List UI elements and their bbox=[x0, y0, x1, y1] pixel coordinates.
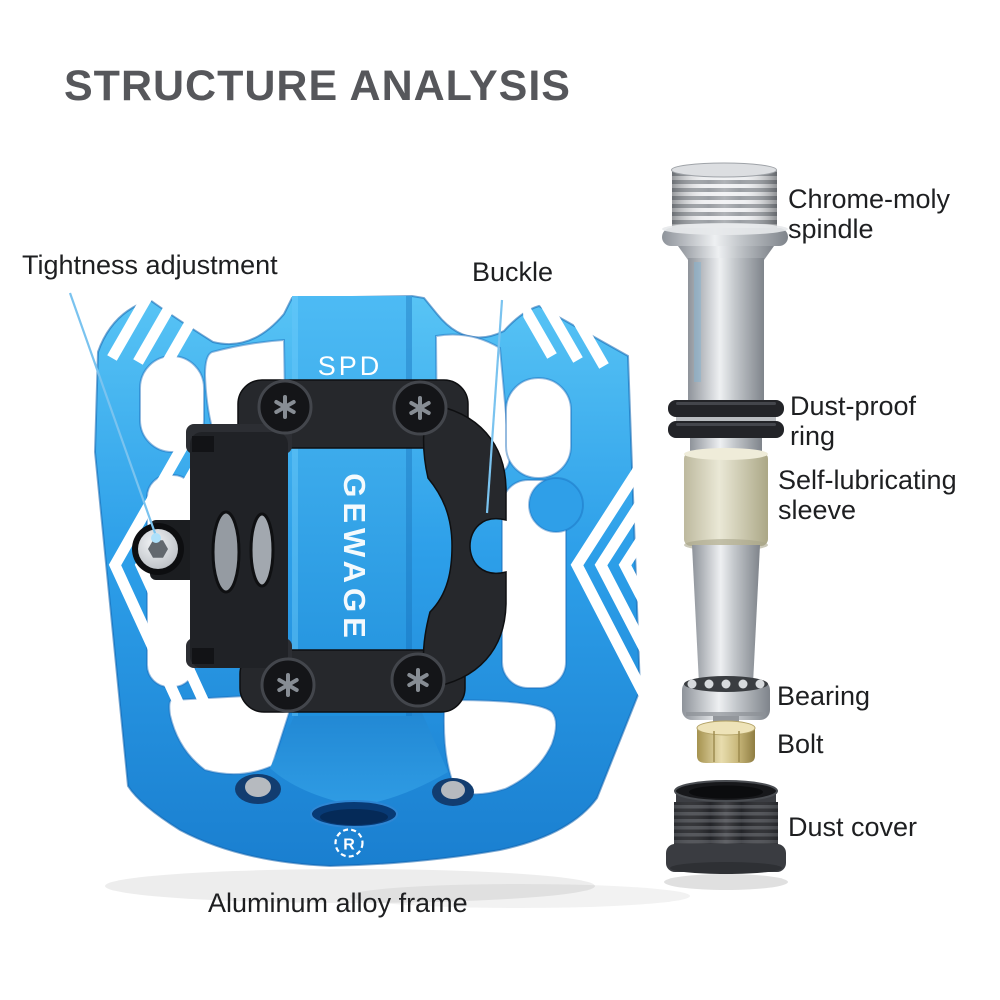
spindle-threads bbox=[671, 162, 777, 228]
callout-tightness-adjustment: Tightness adjustment bbox=[22, 250, 278, 280]
center-column bbox=[292, 296, 412, 716]
frame-pin-right bbox=[432, 778, 474, 806]
spindle-shaft-lower bbox=[692, 545, 760, 684]
spindle-flange bbox=[662, 223, 788, 260]
leader-line-buckle bbox=[485, 299, 504, 514]
bottom-arch bbox=[270, 708, 448, 806]
lubricating-sleeve bbox=[684, 448, 768, 551]
bolt-nut bbox=[696, 720, 756, 763]
pedal-illustration: R bbox=[93, 289, 648, 868]
callout-self-lubricating-sleeve: Self-lubricating sleeve bbox=[778, 465, 957, 526]
ground-shadow bbox=[105, 869, 788, 908]
spindle-illustration bbox=[662, 162, 788, 874]
leader-lines bbox=[68, 292, 504, 543]
callout-buckle: Buckle bbox=[472, 257, 554, 287]
pedal-cutouts bbox=[139, 333, 572, 796]
reg-mark-text: R bbox=[343, 837, 355, 854]
callout-dust-cover: Dust cover bbox=[788, 812, 918, 842]
torx-icon bbox=[407, 668, 429, 692]
torx-icon bbox=[409, 396, 431, 420]
torx-icon bbox=[277, 673, 299, 697]
callout-chrome-moly-spindle: Chrome-moly spindle bbox=[788, 184, 951, 245]
right-panel-bump bbox=[528, 477, 584, 533]
page-title: STRUCTURE ANALYSIS bbox=[64, 62, 571, 110]
right-chevron-pattern bbox=[522, 292, 648, 738]
brand-text: GEWAGE bbox=[337, 473, 372, 643]
torx-screws bbox=[257, 379, 448, 713]
callout-bearing: Bearing bbox=[777, 681, 871, 711]
torx-icon bbox=[274, 395, 296, 419]
callout-bolt: Bolt bbox=[777, 729, 824, 759]
leader-dot-tightness bbox=[151, 533, 161, 543]
dust-proof-rings bbox=[668, 400, 784, 438]
callout-aluminum-alloy-frame: Aluminum alloy frame bbox=[208, 888, 468, 918]
registered-mark: R bbox=[334, 828, 364, 858]
bearing-part bbox=[682, 676, 770, 720]
leader-line-tightness bbox=[68, 292, 158, 537]
tightness-hex-bolt bbox=[132, 523, 184, 575]
frame-pin-left bbox=[235, 774, 281, 804]
spindle-shaft-upper bbox=[688, 258, 764, 404]
callout-dust-proof-ring: Dust-proof ring bbox=[790, 391, 917, 452]
buckle-clip bbox=[422, 403, 507, 689]
dust-cover-part bbox=[666, 780, 786, 874]
clip-mechanism bbox=[132, 379, 507, 713]
axle-hole bbox=[310, 800, 398, 828]
spd-text: SPD bbox=[318, 351, 383, 381]
